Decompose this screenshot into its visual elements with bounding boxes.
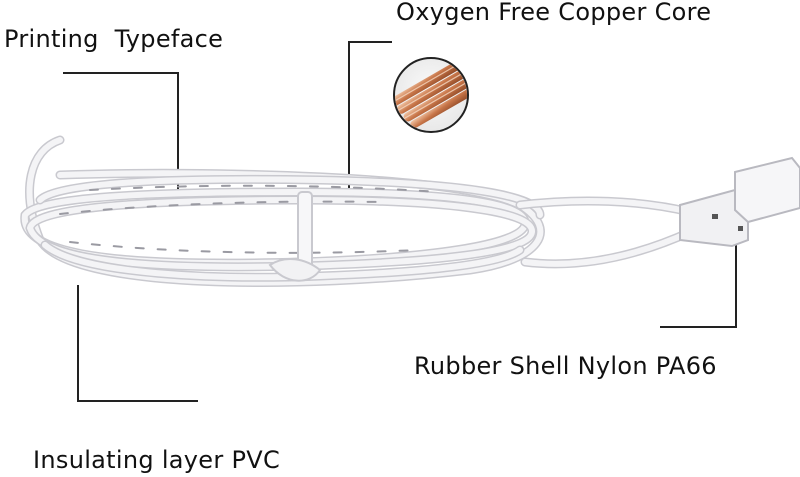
label-rubber-shell-nylon-pa66: Rubber Shell Nylon PA66	[414, 352, 717, 380]
coiled-cable-icon	[20, 135, 695, 287]
label-printing-typeface: Printing Typeface	[4, 25, 224, 53]
leader-line-printing	[63, 72, 179, 205]
copper-core-inset-icon	[393, 57, 469, 133]
connector-icon	[679, 156, 800, 248]
leader-line-copper	[348, 41, 392, 190]
leader-line-rubber	[660, 245, 737, 328]
label-oxygen-free-copper-core: Oxygen Free Copper Core	[396, 0, 712, 26]
label-insulating-layer-pvc: Insulating layer PVC	[33, 446, 281, 474]
leader-line-insulating	[77, 285, 198, 402]
leader-lines	[63, 41, 737, 402]
